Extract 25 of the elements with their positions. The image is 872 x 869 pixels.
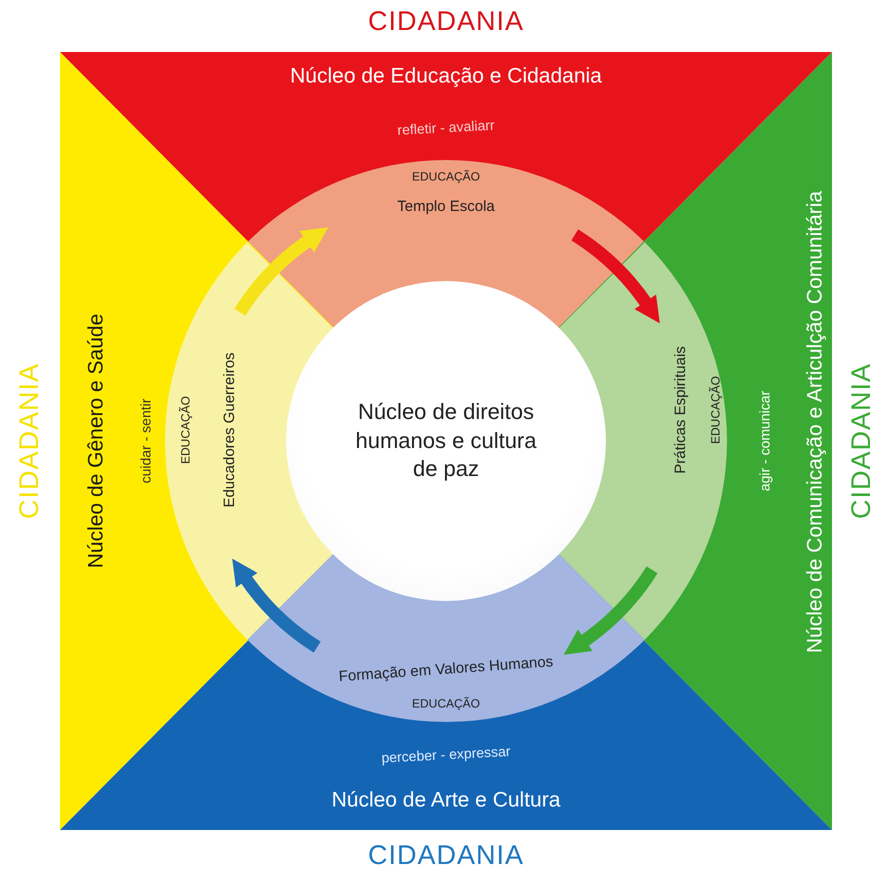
ring-title: Práticas Espirituais — [672, 346, 690, 474]
side-heading: CIDADANIA — [368, 7, 524, 37]
panel-title: Núcleo de Educação e Cidadania — [290, 64, 602, 88]
verb-pair-text: refletir - avaliarr — [397, 118, 495, 138]
ring-title: Templo Escola — [397, 198, 495, 216]
ring-label: EDUCAÇÃO — [412, 697, 480, 711]
verb-pair-text: perceber - expressar — [381, 744, 511, 766]
ring-label: EDUCAÇÃO — [412, 170, 480, 184]
verb-pair-text: agir - comunicar — [757, 390, 773, 492]
center-text: Núcleo de direitos humanos e cultura de paz — [354, 398, 538, 484]
ring-label: EDUCAÇÃO — [709, 376, 723, 444]
curved-arrow — [571, 230, 661, 323]
panel-title: Núcleo de Gênero e Saúde — [84, 314, 108, 568]
ring-title: Educadores Guerreiros — [222, 352, 238, 508]
curved-arrow — [231, 559, 321, 652]
side-heading: CIDADANIA — [15, 362, 45, 520]
side-heading: CIDADANIA — [847, 362, 872, 520]
side-heading: CIDADANIA — [368, 841, 524, 869]
panel-title: Núcleo de Comunicação e Articulção Comunitária — [803, 190, 827, 654]
ring-title: Formação em Valores Humanos — [338, 654, 554, 686]
curved-arrow — [234, 226, 328, 316]
curved-arrow — [564, 566, 658, 656]
ring-label: EDUCAÇÃO — [179, 396, 193, 464]
verb-pair-text: cuidar - sentir — [138, 398, 154, 484]
panel-title: Núcleo de Arte e Cultura — [332, 788, 560, 812]
